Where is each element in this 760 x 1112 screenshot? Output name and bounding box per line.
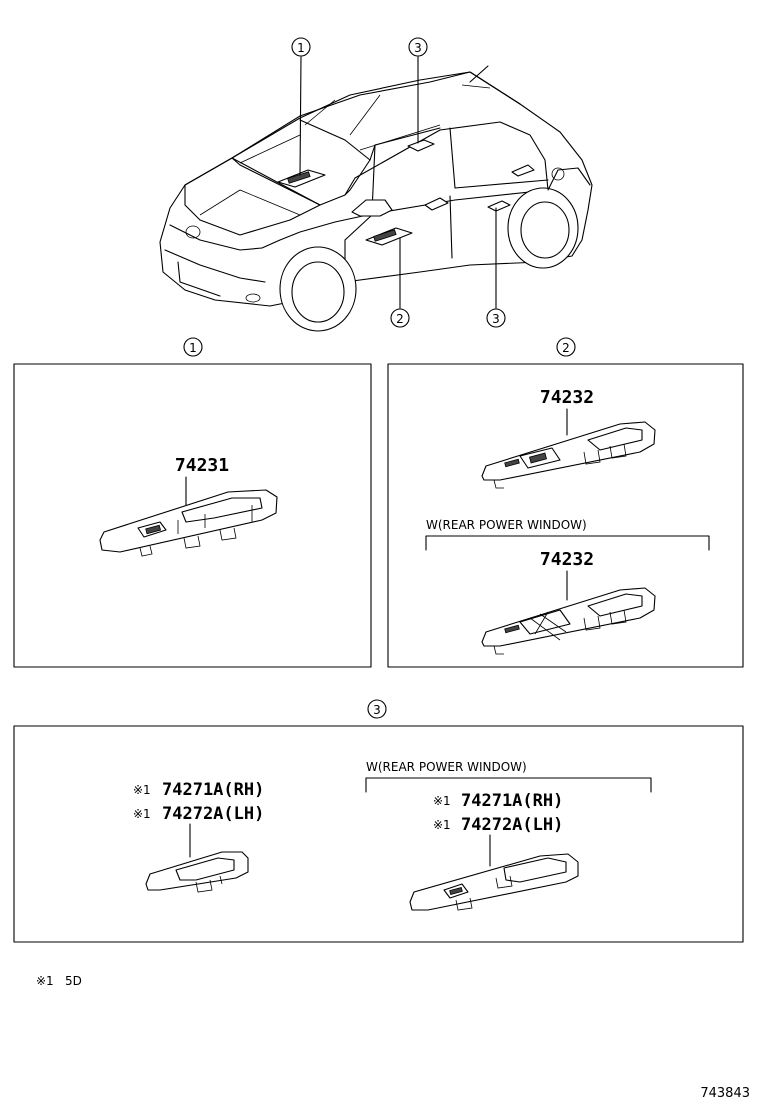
callout-2-bottom: 2	[396, 312, 404, 326]
panel-3-left-part-lh: 74272A(LH)	[162, 804, 264, 824]
callout-3-bottom: 3	[492, 312, 500, 326]
panel-3-right-part-lh: 74272A(LH)	[461, 815, 563, 835]
panel-2-frame	[387, 363, 744, 668]
switch-base-74231	[99, 489, 278, 557]
footnote-marker: ※1	[36, 974, 54, 988]
panel-2-condition-label: W(REAR POWER WINDOW)	[426, 518, 587, 532]
panel-2-part-number-top: 74232	[540, 387, 594, 408]
panel-3-frame	[13, 725, 744, 943]
switch-base-74232-top	[481, 421, 656, 489]
panel-3-left-part-rh: 74271A(RH)	[162, 780, 264, 800]
panel-3-right-part-rh: 74271A(RH)	[461, 791, 563, 811]
panel-2-part-number-bottom: 74232	[540, 549, 594, 570]
panel-3-right-marker-lh: ※1	[433, 818, 451, 832]
panel-3-left-marker-lh: ※1	[133, 807, 151, 821]
switch-base-74271a-right	[409, 853, 579, 911]
panel-3-callout: 3	[373, 703, 381, 717]
callout-1-top: 1	[297, 41, 305, 55]
panel-1-part-number: 74231	[175, 455, 229, 476]
panel-1-frame	[13, 363, 372, 668]
panel-3-left-marker-rh: ※1	[133, 783, 151, 797]
switch-base-74271a-left	[145, 851, 249, 893]
diagram-id: 743843	[700, 1086, 750, 1101]
car-callouts: 1 3 2 3	[291, 37, 506, 328]
car-illustration	[159, 65, 593, 332]
footnote-text: 5D	[65, 974, 82, 988]
callout-3-top: 3	[414, 41, 422, 55]
panel-3-condition-label: W(REAR POWER WINDOW)	[366, 760, 527, 774]
panel-3-right-marker-rh: ※1	[433, 794, 451, 808]
switch-base-74232-bottom	[481, 587, 656, 655]
panel-2-callout: 2	[562, 341, 570, 355]
panel-1-callout: 1	[189, 341, 197, 355]
